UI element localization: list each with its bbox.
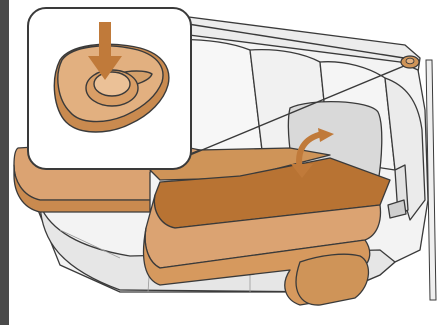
arrow-down-icon: [88, 22, 122, 80]
callout-leader: [187, 23, 405, 156]
curved-fold-arrow-icon: [291, 128, 334, 178]
callout-detail-box: [27, 7, 192, 170]
pillar-trim: [425, 59, 437, 301]
release-button-detail: [53, 43, 170, 133]
seat-cushions: [13, 139, 391, 306]
seat-release-button-icon: [400, 55, 420, 69]
frame-bar: [0, 0, 9, 325]
